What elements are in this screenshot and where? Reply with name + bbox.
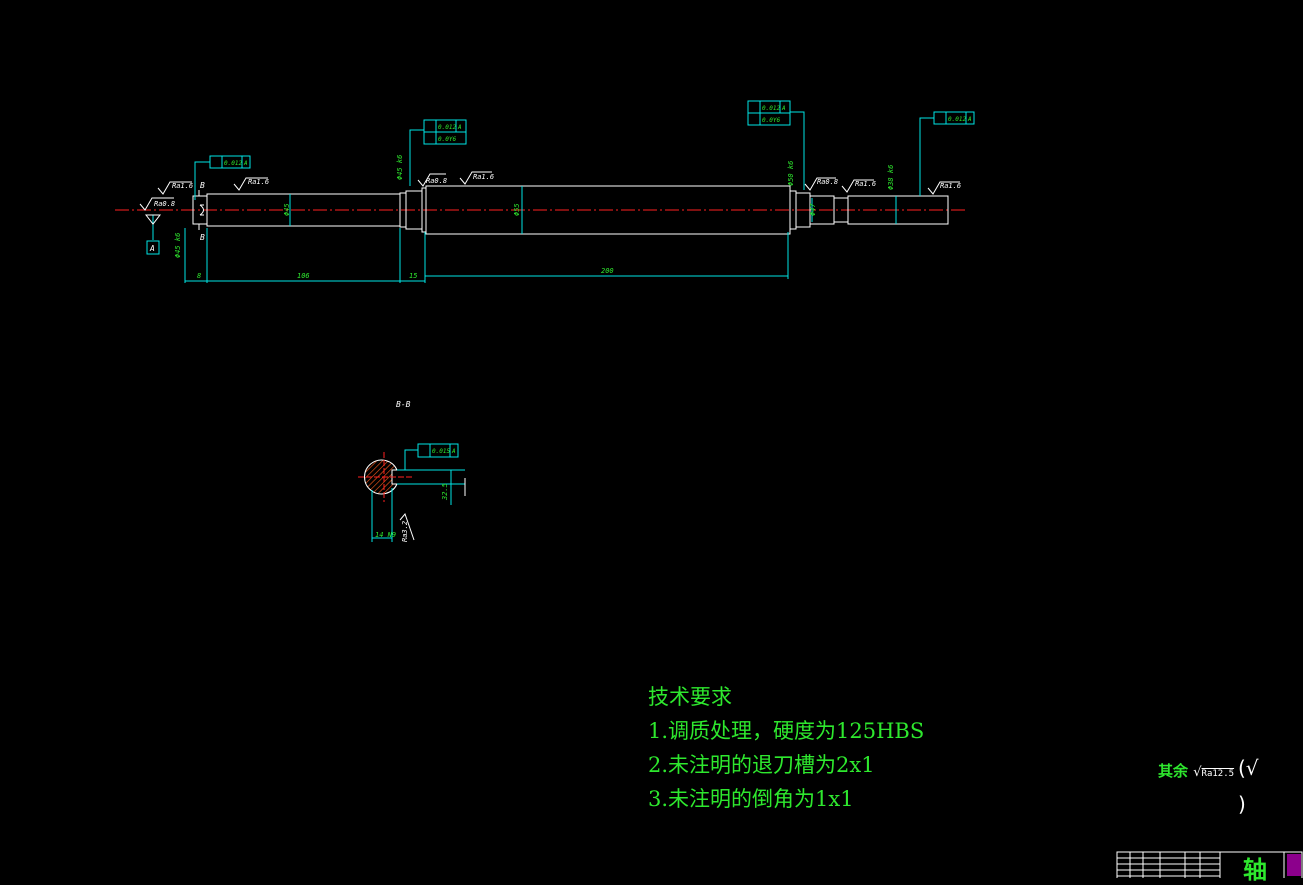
fcf-tol: 0.0Y6 bbox=[762, 117, 780, 124]
roughness-label: Ra1.6 bbox=[172, 182, 193, 190]
datum-label: A bbox=[149, 244, 155, 253]
drawing-labels: Ra1.6 Ra0.8 Ra1.6 Ra0.8 Ra1.6 Ra0.8 Ra1.… bbox=[149, 105, 972, 542]
section-title: B-B bbox=[396, 400, 411, 409]
fcf-datum: A bbox=[451, 448, 456, 455]
dim-text: 200 bbox=[601, 267, 614, 275]
roughness-label: Ra0.8 bbox=[426, 177, 447, 185]
fcf-datum: A bbox=[457, 124, 462, 131]
fcf-group bbox=[146, 100, 975, 458]
roughness-symbol: (√ bbox=[1238, 756, 1259, 780]
tech-item: 3.未注明的倒角为1x1 bbox=[648, 787, 854, 811]
fcf-tol: 0.012 bbox=[762, 105, 780, 112]
dim-text: 15 bbox=[409, 272, 417, 280]
section-dim: 32.5 bbox=[441, 483, 449, 501]
title-block bbox=[1116, 851, 1303, 878]
fcf-tol: 0.0Y6 bbox=[438, 136, 456, 143]
dim-text: Φ45 k6 bbox=[174, 233, 182, 258]
fcf-tol: 0.012 bbox=[948, 116, 966, 123]
roughness-label: Ra1.6 bbox=[940, 182, 961, 190]
section-cut-letter: B bbox=[200, 233, 205, 242]
tech-item: 1.调质处理，硬度为125HBS bbox=[648, 719, 925, 743]
roughness-label: Ra0.8 bbox=[154, 200, 175, 208]
other-roughness-value: Ra12.5 bbox=[1201, 769, 1235, 779]
title-block-mark bbox=[1287, 854, 1301, 876]
fcf-datum: A bbox=[967, 116, 972, 123]
shaft-outline bbox=[192, 185, 949, 235]
dimension-lines bbox=[152, 111, 934, 283]
section-cut-letter: B bbox=[200, 181, 205, 190]
roughness-check-icon: √ bbox=[1193, 765, 1202, 780]
fcf-tol: 0.012 bbox=[438, 124, 456, 131]
part-name: 轴 bbox=[1243, 855, 1267, 884]
fcf-tol: 0.012 bbox=[224, 160, 242, 167]
dim-text: Φ47 bbox=[809, 203, 817, 216]
dim-text: 8 bbox=[197, 272, 201, 280]
dim-text: 106 bbox=[297, 272, 310, 280]
technical-requirements: 技术要求 1.调质处理，硬度为125HBS 2.未注明的退刀槽为2x1 3.未注… bbox=[648, 680, 924, 816]
roughness-symbol-close: ) bbox=[1238, 792, 1246, 816]
datum-triangle bbox=[144, 214, 162, 225]
other-roughness-label: 其余 bbox=[1158, 762, 1189, 780]
fcf-datum: A bbox=[781, 105, 786, 112]
roughness-label: Ra0.8 bbox=[817, 178, 838, 186]
section-dim: 14 N9 bbox=[375, 531, 396, 539]
other-roughness: 其余 √Ra12.5 bbox=[1158, 760, 1234, 781]
roughness-symbols bbox=[139, 171, 960, 211]
fcf-datum: A bbox=[243, 160, 248, 167]
fcf-tol: 0.015 bbox=[432, 448, 450, 455]
tech-title: 技术要求 bbox=[648, 685, 732, 709]
roughness-label: Ra3.2 bbox=[401, 521, 409, 542]
section-view bbox=[358, 449, 466, 542]
tech-item: 2.未注明的退刀槽为2x1 bbox=[648, 753, 875, 777]
roughness-label: Ra1.6 bbox=[473, 173, 494, 181]
dim-text: Φ45 k6 bbox=[396, 155, 404, 180]
dim-text: Φ38 k6 bbox=[887, 165, 895, 190]
dim-text: Φ50 k6 bbox=[787, 161, 795, 186]
dim-text: Φ45 bbox=[283, 203, 291, 216]
roughness-label: Ra1.6 bbox=[248, 178, 269, 186]
roughness-label: Ra1.6 bbox=[855, 180, 876, 188]
dim-text: Φ55 bbox=[513, 203, 521, 216]
